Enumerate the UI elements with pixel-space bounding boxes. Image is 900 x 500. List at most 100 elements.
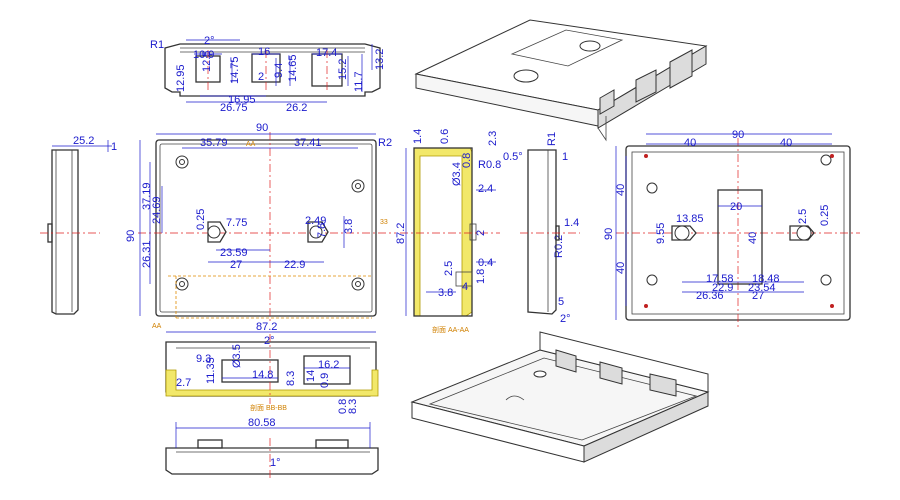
iso-base-boss — [533, 370, 547, 378]
dim-sec-6: 1 — [562, 151, 568, 163]
bottom-view: 80.58 1° — [165, 417, 379, 480]
dim-sec-11: 2 — [475, 230, 487, 236]
dim-top-8: 15.2 — [337, 59, 349, 80]
front-view-inner — [159, 143, 373, 313]
section-view-bb: 87.2 2° 9.3 11.35 Ø3.5 16.2 14 14.8 8.3 … — [165, 321, 379, 414]
right-side-outline — [527, 149, 557, 315]
section-aa-caption: 剖面 AA-AA — [432, 325, 469, 334]
dim-top-11: 16.95 — [228, 94, 256, 106]
dim-bb-2: 9.3 — [196, 353, 211, 365]
dim-left-0: 25.2 — [73, 135, 94, 147]
dim-top-4: 16 — [258, 46, 270, 58]
dim-back-11: 0.25 — [819, 205, 831, 226]
section-view-aa: 1.4 0.6 R0.8 2.3 0.5° R1 1 Ø3.4 2.4 0.8 … — [395, 129, 579, 334]
dim-sec-4: 0.5° — [503, 151, 523, 163]
dim-front-14: 27 — [230, 259, 242, 271]
bottom-view-outline — [165, 447, 379, 475]
dim-bb-8: 8.3 — [285, 371, 297, 386]
back-keyhole-left — [671, 225, 697, 241]
left-side-outline — [51, 149, 79, 315]
dim-left-1: 1 — [111, 141, 117, 153]
dim-front-3: R2 — [378, 137, 392, 149]
dim-sec-13: 2.5 — [443, 261, 455, 276]
dim-front-6: 90 — [125, 230, 137, 242]
back-hole-br — [820, 274, 832, 286]
dim-back-5: 40 — [615, 262, 627, 274]
dim-back-10: 2.5 — [797, 209, 809, 224]
iso-top-slot-2 — [579, 40, 601, 52]
back-hole-tr — [820, 154, 832, 166]
dim-top-12: 26.75 — [220, 102, 248, 114]
dim-bb-1: 2° — [264, 335, 275, 347]
section-bb-opening-right — [303, 355, 351, 385]
dim-front-0: 90 — [256, 122, 268, 134]
right-side-view — [520, 149, 580, 315]
dim-bb-4: Ø3.5 — [231, 344, 243, 368]
iso-top-slot-1 — [513, 69, 539, 83]
dim-top-9: 13.2 — [374, 49, 386, 70]
dim-sec-8: 2.4 — [478, 183, 493, 195]
keyhole-slot-right — [307, 221, 329, 243]
dim-top-5: 9.4 — [273, 63, 285, 78]
isometric-view-top — [414, 19, 708, 142]
back-window — [717, 189, 763, 285]
back-view: 90 40 40 90 40 40 20 40 13.85 9.55 2.5 0… — [603, 129, 860, 328]
iso-base-side — [583, 391, 709, 463]
dim-back-15: 23.54 — [748, 282, 776, 294]
section-bb-hatch — [165, 369, 379, 397]
dim-sec-12: 0.4 — [478, 257, 493, 269]
dim-top-7: 17.4 — [316, 47, 337, 59]
dim-back-2: 40 — [780, 137, 792, 149]
dim-front-9: 7.75 — [226, 217, 247, 229]
dim-bb-0: 87.2 — [256, 321, 277, 333]
dim-top-0: 10.9 — [193, 49, 214, 61]
dim-sec-16: 1.8 — [475, 269, 487, 284]
dim-front-2: 37.41 — [294, 137, 322, 149]
top-view-outline — [164, 43, 381, 97]
dim-top-10: 11.7 — [353, 71, 365, 92]
dim-back-13: 18.48 — [752, 273, 780, 285]
left-side-view: 25.2 1 — [40, 135, 117, 315]
front-hidden-lines — [168, 275, 372, 319]
dim-back-3: 90 — [603, 228, 615, 240]
front-view-outer — [155, 139, 377, 317]
section-aa-outline — [413, 147, 473, 317]
dim-back-14: 22.9 — [712, 282, 733, 294]
dim-sec-9: 0.8 — [461, 153, 473, 168]
section-bb-opening-left — [221, 359, 279, 383]
dim-sec-5: R1 — [546, 132, 558, 146]
dim-front-12: 3.8 — [343, 219, 355, 234]
dim-front-15: 22.9 — [284, 259, 305, 271]
dim-sec-17: 1.4 — [564, 217, 579, 229]
back-hole-tl — [646, 182, 658, 194]
dim-bb-7: 14.8 — [252, 369, 273, 381]
dim-top-3: 14.75 — [229, 56, 241, 84]
dim-front-13: 23.59 — [220, 247, 248, 259]
dim-bb-6: 14 — [305, 370, 317, 382]
dim-top-radius: R1 — [150, 39, 164, 51]
keyhole-slot-left — [207, 221, 227, 243]
dim-sec-19: 5 — [558, 296, 564, 308]
dim-front-5: 24.69 — [151, 196, 163, 224]
dim-top-1: 12.5 — [201, 51, 213, 72]
dim-front-11: 7.8 — [316, 223, 328, 238]
section-bb-caption: 剖面 BB-BB — [250, 403, 287, 412]
top-view: 2° R1 10.9 12.5 12.95 14.75 16 9.4 14.65… — [150, 35, 386, 114]
iso-top-window — [510, 29, 624, 67]
dim-top-6: 14.65 — [287, 54, 299, 82]
dim-bb-9: 0.9 — [319, 373, 331, 388]
dim-sec-1: 0.6 — [439, 129, 451, 144]
front-view: 90 35.79 37.41 R2 37.19 24.69 90 26.31 0… — [125, 122, 396, 330]
dim-bb-3: 11.35 — [205, 357, 217, 384]
dim-top-14: 2 — [258, 71, 264, 83]
dim-bottom-1: 1° — [270, 457, 281, 469]
mark-front-0: AA — [246, 141, 256, 148]
dim-front-10: 2.49 — [305, 215, 326, 227]
dim-sec-10: 87.2 — [395, 223, 407, 244]
mark-front-1: 33 — [380, 219, 388, 226]
dim-back-12: 17.58 — [706, 273, 734, 285]
dim-sec-7: Ø3.4 — [451, 162, 463, 186]
dim-back-17: 27 — [752, 290, 764, 302]
dim-sec-2: R0.8 — [478, 159, 501, 171]
